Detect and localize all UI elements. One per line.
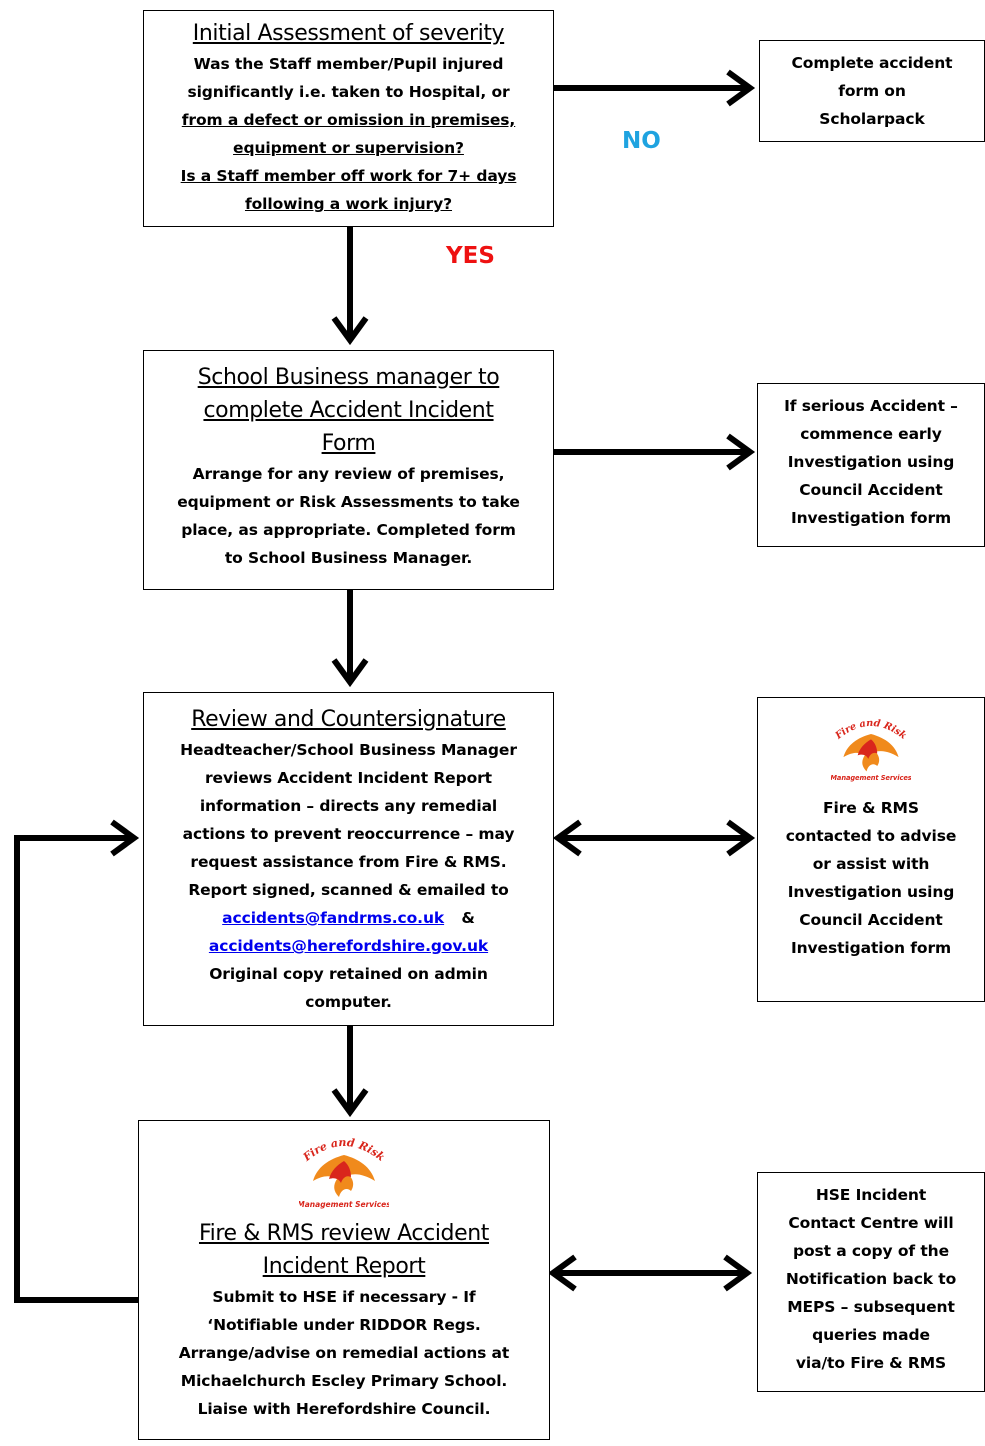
side1-line: Complete accident xyxy=(791,54,953,72)
fire-rms-contact-box: Fire and Risk Management Services Fire &… xyxy=(757,697,985,1002)
review-title: Review and Countersignature xyxy=(191,707,506,732)
business-manager-title-2: complete Accident Incident xyxy=(203,398,494,423)
box1-line: from a defect or omission in premises, xyxy=(181,111,516,129)
business-manager-title-1: School Business manager to xyxy=(197,365,500,390)
box1-line: equipment or supervision? xyxy=(233,139,464,157)
side2-line: Investigation using xyxy=(787,453,955,471)
side2-line: Council Accident xyxy=(799,481,943,499)
box4-line: Liaise with Herefordshire Council. xyxy=(197,1400,491,1418)
box4-line: ‘Notifiable under RIDDOR Regs. xyxy=(207,1316,481,1334)
box1-line: Is a Staff member off work for 7+ days xyxy=(180,167,517,185)
side3-line: or assist with xyxy=(812,855,930,873)
side1-line: Scholarpack xyxy=(819,110,925,128)
side2-line: Investigation form xyxy=(790,509,952,527)
side4-line: MEPS – subsequent xyxy=(787,1298,955,1316)
side3-line: Council Accident xyxy=(799,911,943,929)
box3-line: Report signed, scanned & emailed to xyxy=(188,881,509,899)
side1-line: form on xyxy=(838,82,906,100)
box2-line: equipment or Risk Assessments to take xyxy=(177,493,520,511)
hse-contact-centre-box: HSE Incident Contact Centre will post a … xyxy=(757,1172,985,1392)
side3-line: Investigation using xyxy=(787,883,955,901)
box3-line: actions to prevent reoccurrence – may xyxy=(182,825,515,843)
side2-line: If serious Accident – xyxy=(784,397,958,415)
side4-line: Notification back to xyxy=(785,1270,957,1288)
email-link-herefordshire[interactable]: accidents@herefordshire.gov.uk xyxy=(208,937,489,955)
fire-and-risk-logo-icon: Fire and Risk Management Services xyxy=(299,1136,389,1209)
side4-line: via/to Fire & RMS xyxy=(795,1354,947,1372)
email-row-1: accidents@fandrms.co.uk & xyxy=(144,904,553,932)
initial-assessment-title: Initial Assessment of severity xyxy=(192,21,505,46)
email-link-fandrms[interactable]: accidents@fandrms.co.uk xyxy=(222,909,445,927)
box4-line: Arrange/advise on remedial actions at xyxy=(178,1344,510,1362)
ampersand: & xyxy=(461,909,475,927)
scholarpack-box: Complete accident form on Scholarpack xyxy=(759,40,985,142)
box3-line: computer. xyxy=(305,993,392,1011)
review-countersignature-box: Review and Countersignature Headteacher/… xyxy=(143,692,554,1026)
serious-accident-box: If serious Accident – commence early Inv… xyxy=(757,383,985,547)
business-manager-title-3: Form xyxy=(321,431,376,456)
logo-bottom-text: Management Services xyxy=(299,1200,389,1209)
box3-line: reviews Accident Incident Report xyxy=(205,769,492,787)
box1-line: significantly i.e. taken to Hospital, or xyxy=(187,83,510,101)
side4-line: HSE Incident xyxy=(815,1186,927,1204)
box4-line: Michaelchurch Escley Primary School. xyxy=(180,1372,508,1390)
side3-line: Fire & RMS xyxy=(823,799,919,817)
box3-line: request assistance from Fire & RMS. xyxy=(190,853,507,871)
no-label: NO xyxy=(622,128,661,154)
fire-rms-title-1: Fire & RMS review Accident xyxy=(198,1221,490,1246)
yes-label: YES xyxy=(446,243,495,269)
logo-bottom-text: Management Services xyxy=(831,774,911,782)
box2-line: place, as appropriate. Completed form xyxy=(181,521,516,539)
box3-line: Headteacher/School Business Manager xyxy=(180,741,517,759)
initial-assessment-box: Initial Assessment of severity Was the S… xyxy=(143,10,554,227)
fire-and-risk-logo-icon: Fire and Risk Management Services xyxy=(831,718,911,782)
side2-line: commence early xyxy=(800,425,942,443)
email-row-2: accidents@herefordshire.gov.uk xyxy=(144,932,553,960)
box3-line: information – directs any remedial xyxy=(199,797,498,815)
side4-line: post a copy of the xyxy=(792,1242,949,1260)
box3-line: Original copy retained on admin xyxy=(209,965,488,983)
side4-line: Contact Centre will xyxy=(788,1214,954,1232)
arrow-feedback-loop xyxy=(14,835,138,1303)
business-manager-box: School Business manager to complete Acci… xyxy=(143,350,554,590)
box4-line: Submit to HSE if necessary - If xyxy=(212,1288,476,1306)
side3-line: Investigation form xyxy=(790,939,952,957)
box2-line: to School Business Manager. xyxy=(224,549,473,567)
side3-line: contacted to advise xyxy=(785,827,957,845)
box1-line: following a work injury? xyxy=(244,195,453,213)
box1-line: Was the Staff member/Pupil injured xyxy=(193,55,504,73)
side4-line: queries made xyxy=(812,1326,930,1344)
fire-rms-review-box: Fire and Risk Management Services Fire &… xyxy=(138,1120,550,1440)
fire-rms-title-2: Incident Report xyxy=(262,1254,426,1279)
box2-line: Arrange for any review of premises, xyxy=(192,465,505,483)
